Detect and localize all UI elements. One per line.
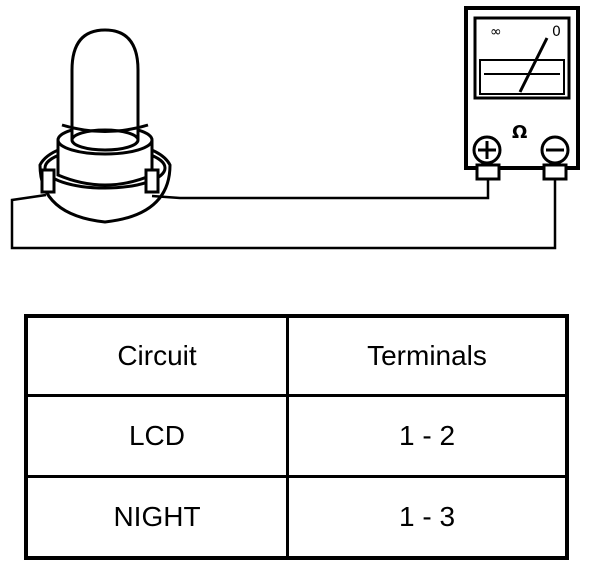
ohmmeter-test-diagram: ∞ 0 Ω: [10, 6, 580, 250]
row-terminals-lcd: 1 - 2: [286, 394, 569, 478]
negative-terminal: [540, 135, 570, 181]
header-circuit: Circuit: [24, 314, 289, 397]
positive-terminal: [472, 135, 502, 181]
circuit-terminal-table: Circuit Terminals LCD 1 - 2 NIGHT 1 - 3: [24, 314, 569, 560]
table-row: NIGHT 1 - 3: [24, 475, 569, 560]
meter-scale-zero: 0: [552, 24, 561, 40]
meter-scale-infinity: ∞: [490, 24, 502, 40]
test-leads: [10, 180, 557, 250]
row-terminals-night: 1 - 3: [286, 475, 569, 560]
ohmmeter: ∞ 0 Ω: [464, 6, 580, 181]
bulb-socket: [38, 28, 172, 224]
meter-needle: [518, 37, 549, 93]
table-row: LCD 1 - 2: [24, 394, 569, 478]
table-header-row: Circuit Terminals: [24, 314, 569, 397]
ohm-symbol: Ω: [512, 122, 527, 143]
row-circuit-night: NIGHT: [24, 475, 289, 560]
row-circuit-lcd: LCD: [24, 394, 289, 478]
header-terminals: Terminals: [286, 314, 569, 397]
